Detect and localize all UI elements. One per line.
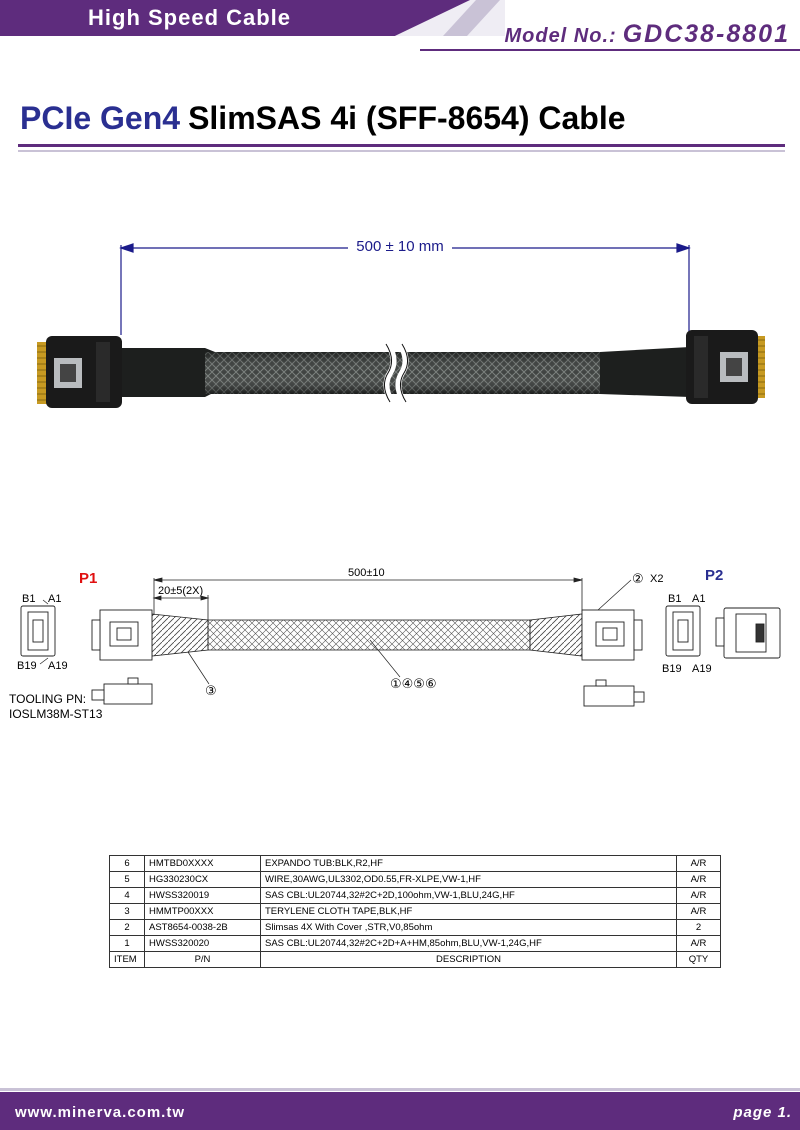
bom-item: 3 (109, 903, 145, 920)
bom-desc: EXPANDO TUB:BLK,R2,HF (260, 855, 677, 872)
pin-b1-p2: B1 (668, 593, 682, 605)
photo-dimension-line (119, 243, 691, 335)
model-label: Model No.: (504, 25, 617, 47)
bom-qty: A/R (676, 855, 721, 872)
table-row: 3 HMMTP00XXX TERYLENE CLOTH TAPE,BLK,HF … (109, 903, 721, 920)
tooling-pn: IOSLM38M-ST13 (9, 707, 103, 721)
bom-header-pn: P/N (144, 951, 261, 968)
bom-item: 1 (109, 935, 145, 952)
bom-item: 2 (109, 919, 145, 936)
section-title: High Speed Cable (88, 5, 292, 30)
table-row: 1 HWSS320020 SAS CBL:UL20744,32#2C+2D+A+… (109, 935, 721, 952)
end-view-p2-right (715, 607, 781, 659)
bom-item: 5 (109, 871, 145, 888)
p1-label: P1 (79, 570, 98, 587)
drawing-end-length-label: 20±5(2X) (158, 585, 204, 597)
table-row: 2 AST8654-0038-2B Slimsas 4X With Cover … (109, 919, 721, 936)
end-view-p1 (20, 605, 56, 657)
bom-desc: TERYLENE CLOTH TAPE,BLK,HF (260, 903, 677, 920)
cable-photo (37, 243, 765, 408)
callout-2-qty: X2 (650, 573, 664, 585)
footer: www.minerva.com.tw page 1. (0, 1092, 800, 1130)
bom-qty: A/R (676, 871, 721, 888)
tooling-label: TOOLING PN: (9, 692, 87, 706)
table-row: 6 HMTBD0XXXX EXPANDO TUB:BLK,R2,HF A/R (109, 855, 721, 872)
drawing-length-label: 500±10 (348, 567, 385, 579)
table-row: 4 HWSS320019 SAS CBL:UL20744,32#2C+2D,10… (109, 887, 721, 904)
bom-desc: Slimsas 4X With Cover ,STR,V0,85ohm (260, 919, 677, 936)
pin-b19-p2: B19 (662, 663, 682, 675)
bom-header-desc: DESCRIPTION (260, 951, 677, 968)
title-rule (18, 144, 785, 147)
page-title-part2: SlimSAS 4i (SFF-8654) Cable (188, 100, 626, 136)
table-row: 5 HG330230CX WIRE,30AWG,UL3302,OD0.55,FR… (109, 871, 721, 888)
bom-pn: AST8654-0038-2B (144, 919, 261, 936)
bom-item: 4 (109, 887, 145, 904)
bom-desc: SAS CBL:UL20744,32#2C+2D,100ohm,VW-1,BLU… (260, 887, 677, 904)
header-banner (0, 0, 470, 36)
callout-3: ③ (205, 683, 217, 698)
bom-qty: A/R (676, 887, 721, 904)
footer-accent (0, 1088, 800, 1091)
technical-drawing (20, 577, 781, 707)
callout-2: ② (632, 571, 644, 586)
pin-a1-p1: A1 (48, 593, 62, 605)
bom-pn: HWSS320019 (144, 887, 261, 904)
bom-pn: HG330230CX (144, 871, 261, 888)
tooling-right (583, 679, 645, 707)
connector-left-photo (37, 336, 122, 408)
page-title-part1: PCIe Gen4 (20, 100, 181, 136)
bom-desc: SAS CBL:UL20744,32#2C+2D+A+HM,85ohm,BLU,… (260, 935, 677, 952)
bom-qty: 2 (676, 919, 721, 936)
sleeve-drawing (207, 619, 531, 651)
pin-a19-p2: A19 (692, 663, 712, 675)
pin-b1-p1: B1 (22, 593, 36, 605)
pin-a19-p1: A19 (48, 660, 68, 672)
p2-label: P2 (705, 567, 724, 584)
connector-right-drawing (581, 609, 643, 661)
page-number: page 1. (733, 1104, 792, 1121)
tooling-note: TOOLING PN: IOSLM38M-ST13 (9, 692, 102, 722)
model-underline (420, 49, 800, 51)
cable-overmold-right (600, 347, 690, 397)
pin-a1-p2: A1 (692, 593, 706, 605)
connector-left-drawing (91, 609, 153, 661)
bom-table: 6 HMTBD0XXXX EXPANDO TUB:BLK,R2,HF A/R 5… (109, 855, 721, 968)
callout-1456: ①④⑤⑥ (390, 676, 437, 691)
bom-header-item: ITEM (109, 951, 145, 968)
bom-qty: A/R (676, 935, 721, 952)
photo-length-label: 500 ± 10 mm (0, 238, 800, 255)
bom-pn: HWSS320020 (144, 935, 261, 952)
bom-pn: HMMTP00XXX (144, 903, 261, 920)
model-number: GDC38-8801 (622, 20, 790, 48)
photo-length-text: 500 ± 10 mm (348, 238, 452, 255)
drawing-dimension (152, 577, 583, 625)
table-header-row: ITEM P/N DESCRIPTION QTY (109, 951, 721, 968)
tape-left (151, 613, 209, 657)
bom-pn: HMTBD0XXXX (144, 855, 261, 872)
tooling-left (91, 677, 153, 705)
bom-desc: WIRE,30AWG,UL3302,OD0.55,FR-XLPE,VW-1,HF (260, 871, 677, 888)
tape-right (529, 613, 583, 657)
bom-qty: A/R (676, 903, 721, 920)
bom-item: 6 (109, 855, 145, 872)
cable-overmold-left (120, 348, 215, 397)
pin-b19-p1: B19 (17, 660, 37, 672)
title-rule-light (18, 150, 785, 152)
connector-right-photo (686, 330, 765, 404)
end-view-p2-left (665, 605, 701, 657)
bom-header-qty: QTY (676, 951, 721, 968)
model-number-block: Model No.:GDC38-8801 (504, 20, 790, 49)
website-link[interactable]: www.minerva.com.tw (15, 1104, 185, 1121)
